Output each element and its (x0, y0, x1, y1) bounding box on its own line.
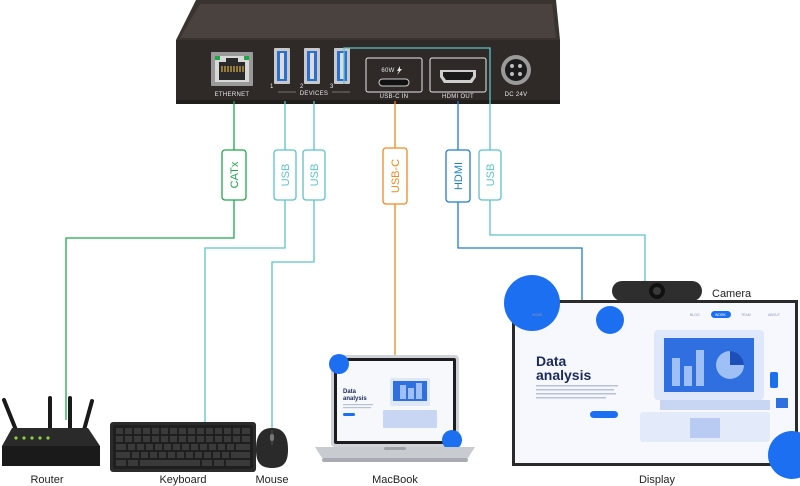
power-badge: 60W (381, 68, 394, 74)
cable-tag-usb-2: USB (302, 149, 326, 201)
cable-tag-label: CATx (229, 161, 241, 188)
dc-label: DC 24V (505, 92, 528, 98)
router-label: Router (30, 474, 63, 486)
display-icon: HOME BLOG WORK TEAM ABOUT Data analysis (504, 275, 800, 479)
keyboard-icon (110, 422, 256, 472)
ethernet-port (211, 52, 253, 86)
cable-tag-label: USB (309, 164, 321, 187)
keyboard-label: Keyboard (159, 474, 206, 486)
usb-port-number-1: 1 (270, 84, 274, 90)
cable-tag-label: USB (485, 164, 497, 187)
cable-line-usb-keyboard (204, 101, 286, 425)
display-label: Display (639, 474, 676, 486)
devices-label: DEVICES (300, 91, 328, 97)
docking-hub: ETHERNET 1 2 3 DEVICES 60W USB-C (176, 0, 560, 104)
macbook-icon: Data analysis (315, 354, 475, 462)
ethernet-label: ETHERNET (215, 92, 250, 98)
dc-power-port (501, 55, 531, 85)
cable-tag-label: USB-C (390, 159, 402, 193)
mouse-icon (256, 428, 288, 468)
cable-tag-catx: CATx (221, 149, 247, 201)
usb-port-number-3: 3 (330, 84, 334, 90)
mouse-label: Mouse (255, 474, 288, 486)
cable-tag-usbc: USB-C (382, 147, 408, 205)
laptop-screen-title-2: analysis (343, 396, 367, 402)
laptop-screen-title-1: Data (343, 389, 357, 395)
screen-nav-about: ABOUT (768, 313, 781, 317)
usb-port-number-2: 2 (300, 84, 304, 90)
hdmi-port (429, 57, 487, 93)
display-screen-title-1: Data (536, 353, 567, 369)
cable-tag-label: HDMI (453, 162, 465, 190)
cable-tag-usb-1: USB (273, 149, 297, 201)
screen-nav-work: WORK (715, 313, 727, 317)
usb-port-2 (304, 48, 320, 84)
usb-port-3 (334, 48, 350, 84)
camera-label: Camera (712, 288, 752, 300)
screen-nav-home: HOME (532, 313, 543, 317)
macbook-label: MacBook (372, 474, 418, 486)
usb-port-1 (274, 48, 290, 84)
router-icon (2, 396, 100, 466)
cable-tag-usb-3: USB (478, 149, 502, 201)
lightning-icon (397, 66, 402, 75)
usb-c-port (365, 57, 423, 93)
display-screen-title-2: analysis (536, 367, 591, 383)
screen-nav-team: TEAM (741, 313, 751, 317)
cable-tag-label: USB (280, 164, 292, 187)
hdmi-label: HDMI OUT (442, 94, 474, 100)
cable-line-hdmi (457, 101, 583, 300)
cable-tag-hdmi: HDMI (445, 149, 471, 203)
screen-nav-blog: BLOG (690, 313, 700, 317)
cable-line-usb-camera (343, 47, 646, 283)
usbc-label: USB-C IN (380, 94, 409, 100)
cable-line-catx (65, 101, 235, 420)
